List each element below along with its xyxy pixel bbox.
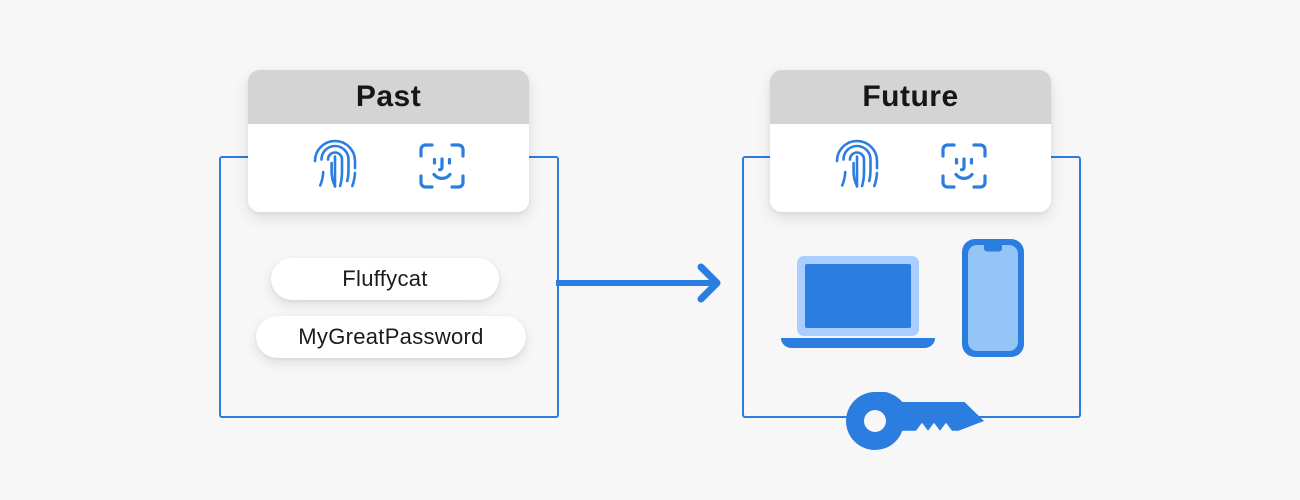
laptop-icon — [779, 254, 937, 350]
password-pill[interactable]: MyGreatPassword — [256, 316, 526, 358]
past-card: Past — [248, 70, 529, 212]
future-card: Future — [770, 70, 1051, 212]
past-title: Past — [355, 80, 422, 113]
face-id-icon — [939, 141, 989, 196]
fingerprint-icon — [833, 139, 881, 198]
password-value: Fluffycat — [342, 266, 428, 291]
fingerprint-icon — [311, 139, 359, 198]
password-value: MyGreatPassword — [298, 324, 484, 349]
past-card-header: Past — [248, 70, 529, 124]
future-title: Future — [862, 80, 959, 113]
future-biometrics-row — [770, 124, 1051, 212]
past-biometrics-row — [248, 124, 529, 212]
arrow-right-icon — [556, 262, 726, 304]
face-id-icon — [417, 141, 467, 196]
phone-icon — [960, 237, 1026, 359]
future-card-header: Future — [770, 70, 1051, 124]
password-pill[interactable]: Fluffycat — [271, 258, 499, 300]
key-icon — [846, 391, 988, 450]
